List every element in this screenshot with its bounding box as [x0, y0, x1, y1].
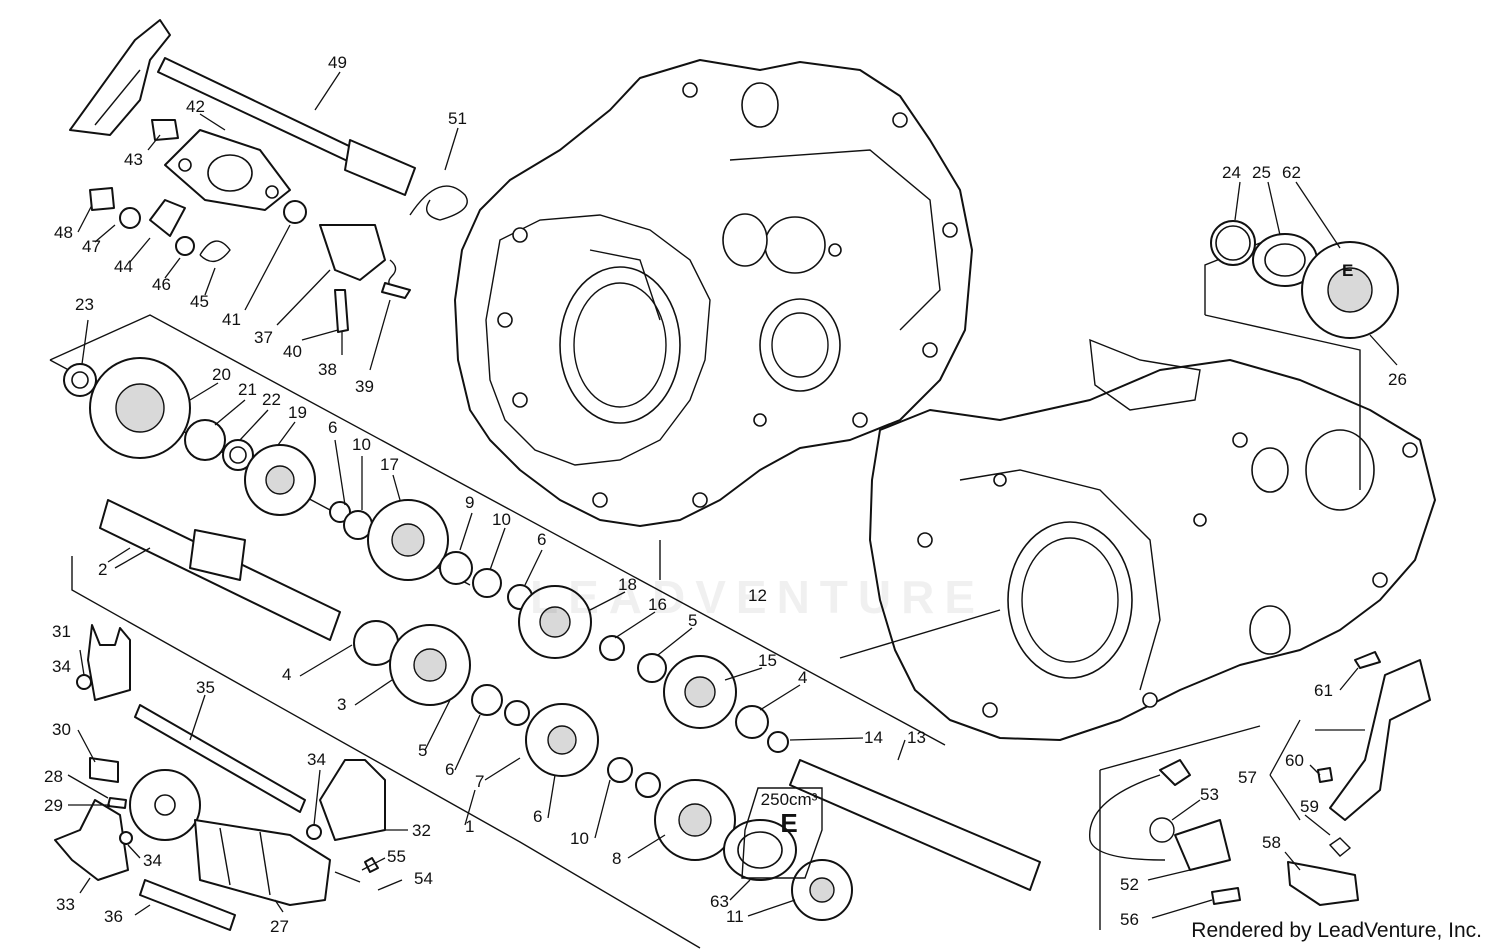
part-label-19: 19: [288, 403, 307, 422]
part-label-2: 2: [98, 560, 107, 579]
part-label-13: 13: [907, 728, 926, 747]
part-label-31: 31: [52, 622, 71, 641]
part-label-45: 45: [190, 292, 209, 311]
part-label-28: 28: [44, 767, 63, 786]
part-label-39: 39: [355, 377, 374, 396]
part-label-5: 5: [418, 741, 427, 760]
part-label-11: 11: [726, 907, 744, 926]
part-labels: 1 2 3 4 4 5 5 6 6 6 6 7 8 9 10 10 10 11 …: [44, 53, 1407, 936]
part-label-49: 49: [328, 53, 347, 72]
part-label-10: 10: [570, 829, 589, 848]
part-label-63: 63: [710, 892, 729, 911]
part-label-41: 41: [222, 310, 241, 329]
part-label-44: 44: [114, 257, 133, 276]
part-label-25: 25: [1252, 163, 1271, 182]
part-label-35: 35: [196, 678, 215, 697]
part-label-32: 32: [412, 821, 431, 840]
part-label-36: 36: [104, 907, 123, 926]
part-label-29: 29: [44, 796, 63, 815]
part-label-24: 24: [1222, 163, 1241, 182]
part-label-16: 16: [648, 595, 667, 614]
part-label-38: 38: [318, 360, 337, 379]
part-label-6: 6: [533, 807, 542, 826]
part-label-8: 8: [612, 849, 621, 868]
part-label-4: 4: [282, 665, 291, 684]
part-label-59: 59: [1300, 797, 1319, 816]
leader-lines: [67, 71, 1398, 919]
transmission-gears: [63, 357, 1041, 921]
part-label-21: 21: [238, 380, 257, 399]
part-label-26: 26: [1388, 370, 1407, 389]
sprocket-mark-letter: E: [1342, 261, 1353, 280]
part-label-18: 18: [618, 575, 637, 594]
part-label-17: 17: [380, 455, 399, 474]
part-label-37: 37: [254, 328, 273, 347]
part-label-6: 6: [328, 418, 337, 437]
part-label-53: 53: [1200, 785, 1219, 804]
shift-drum-assembly: [54, 624, 386, 931]
crankcase-right-half: [869, 338, 1436, 741]
variant-displacement: 250cm³: [760, 790, 818, 809]
part-label-6: 6: [537, 530, 546, 549]
part-label-46: 46: [152, 275, 171, 294]
part-label-6: 6: [445, 760, 454, 779]
part-label-51: 51: [448, 109, 467, 128]
variant-box-outline: [741, 787, 823, 879]
part-label-33: 33: [56, 895, 75, 914]
part-label-34: 34: [307, 750, 326, 769]
variant-box: 250cm³ E: [754, 790, 824, 839]
part-label-14: 14: [864, 728, 883, 747]
part-label-62: 62: [1282, 163, 1301, 182]
part-label-48: 48: [54, 223, 73, 242]
part-label-5: 5: [688, 611, 697, 630]
part-label-42: 42: [186, 97, 205, 116]
gear-selector-assembly: [69, 19, 468, 333]
part-label-10: 10: [492, 510, 511, 529]
part-label-47: 47: [82, 237, 101, 256]
part-label-7: 7: [475, 772, 484, 791]
part-label-12: 12: [748, 586, 767, 605]
render-credit: Rendered by LeadVenture, Inc.: [1189, 919, 1484, 943]
part-label-15: 15: [758, 651, 777, 670]
part-label-30: 30: [52, 720, 71, 739]
part-label-1: 1: [465, 817, 474, 836]
part-label-27: 27: [270, 917, 289, 936]
part-label-52: 52: [1120, 875, 1139, 894]
part-label-34: 34: [52, 657, 71, 676]
variant-letter: E: [780, 808, 798, 838]
part-label-34: 34: [143, 851, 162, 870]
part-label-3: 3: [337, 695, 346, 714]
part-label-40: 40: [283, 342, 302, 361]
part-label-4: 4: [798, 668, 807, 687]
part-label-57: 57: [1238, 768, 1257, 787]
part-label-9: 9: [465, 493, 474, 512]
part-label-60: 60: [1285, 751, 1304, 770]
part-label-61: 61: [1314, 681, 1333, 700]
crankcase-left-half: [454, 59, 973, 527]
part-label-43: 43: [124, 150, 143, 169]
part-label-23: 23: [75, 295, 94, 314]
part-label-20: 20: [212, 365, 231, 384]
part-label-56: 56: [1120, 910, 1139, 929]
part-label-54: 54: [414, 869, 433, 888]
right-side-parts: E: [1089, 220, 1431, 906]
part-label-22: 22: [262, 390, 281, 409]
part-label-55: 55: [387, 847, 406, 866]
part-label-10: 10: [352, 435, 371, 454]
part-label-58: 58: [1262, 833, 1281, 852]
watermark: LEADVENTURE: [530, 571, 986, 623]
